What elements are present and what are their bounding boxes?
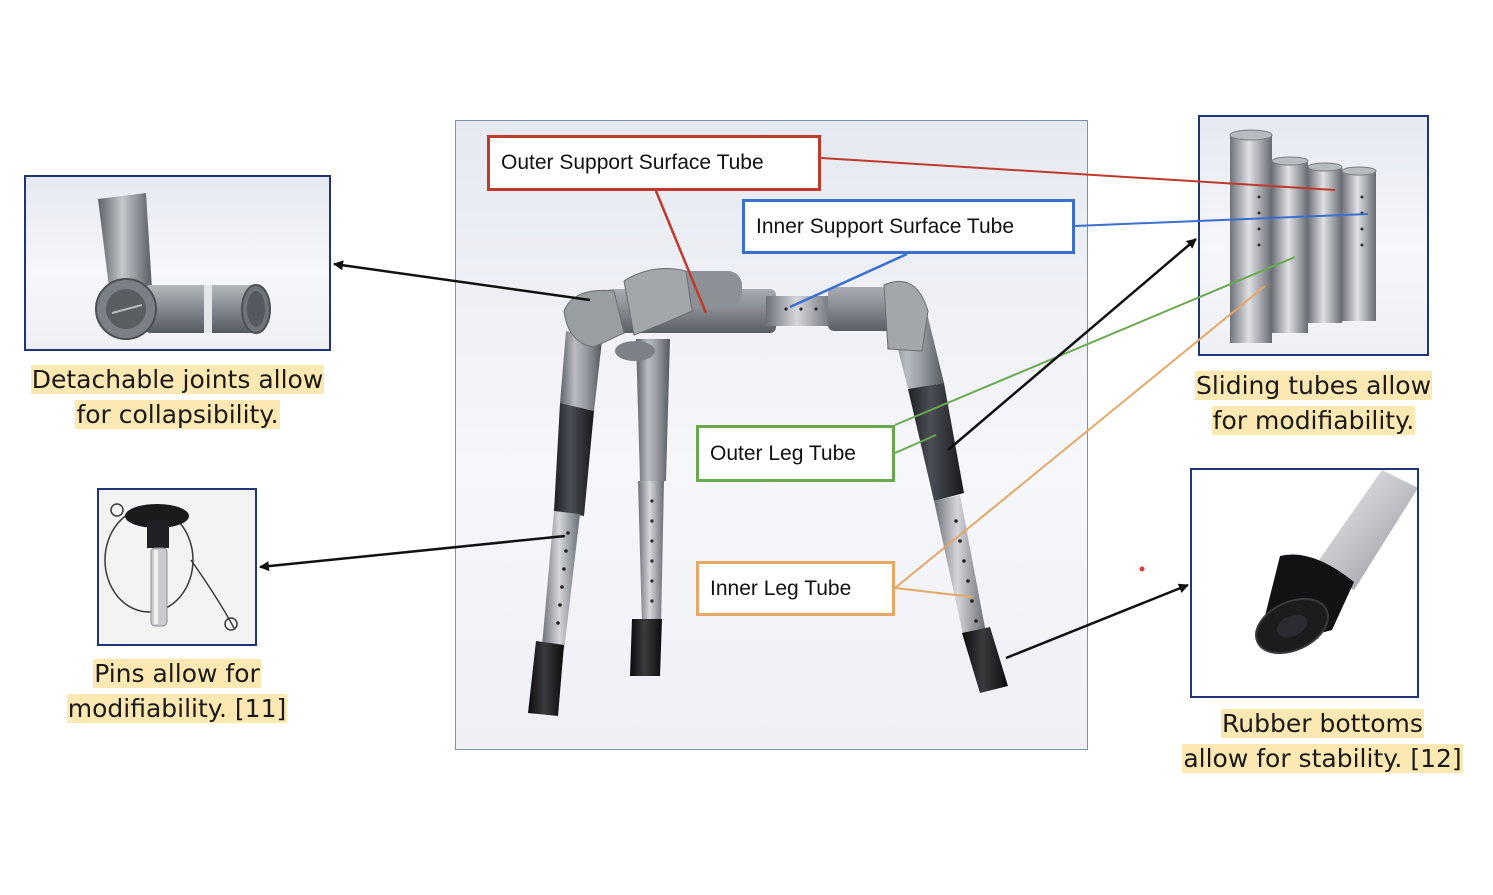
rubber-caption: Rubber bottoms allow for stability. [12]	[1170, 706, 1475, 776]
rubber-caption-line1: Rubber bottoms	[1221, 709, 1424, 738]
nested-tubes-render	[1229, 129, 1377, 343]
left-leg	[528, 331, 602, 716]
sliding-caption-line2: for modifiability.	[1211, 406, 1416, 435]
stray-dot	[1139, 566, 1145, 572]
rubber-foot-render	[1255, 470, 1417, 655]
outer-support-surface-tube-label: Outer Support Surface Tube	[487, 135, 821, 191]
joints-caption-line2: for collapsibility.	[75, 400, 280, 429]
inner-leg-tube-label: Inner Leg Tube	[696, 561, 895, 616]
pins-caption-line2: modifiability. [11]	[66, 694, 288, 723]
sliding-tubes-panel	[1198, 115, 1429, 356]
outer-leg-tube-label: Outer Leg Tube	[696, 425, 895, 482]
joint-detail-panel	[24, 175, 331, 351]
quick-release-pin-render	[104, 503, 238, 631]
middle-leg	[630, 339, 670, 676]
joints-caption: Detachable joints allow for collapsibili…	[24, 362, 331, 432]
pins-caption: Pins allow for modifiability. [11]	[37, 656, 317, 726]
sliding-caption: Sliding tubes allow for modifiability.	[1175, 368, 1452, 438]
pin-detail-panel	[97, 488, 257, 646]
sliding-caption-line1: Sliding tubes allow	[1194, 371, 1433, 400]
rubber-caption-line2: allow for stability. [12]	[1182, 744, 1463, 773]
joints-caption-line1: Detachable joints allow	[30, 365, 325, 394]
elbow-joint-render	[95, 193, 271, 340]
rubber-bottom-panel	[1190, 468, 1419, 698]
inner-support-surface-tube-label: Inner Support Surface Tube	[742, 199, 1075, 254]
right-leg	[886, 301, 1008, 693]
pins-caption-line1: Pins allow for	[93, 659, 261, 688]
